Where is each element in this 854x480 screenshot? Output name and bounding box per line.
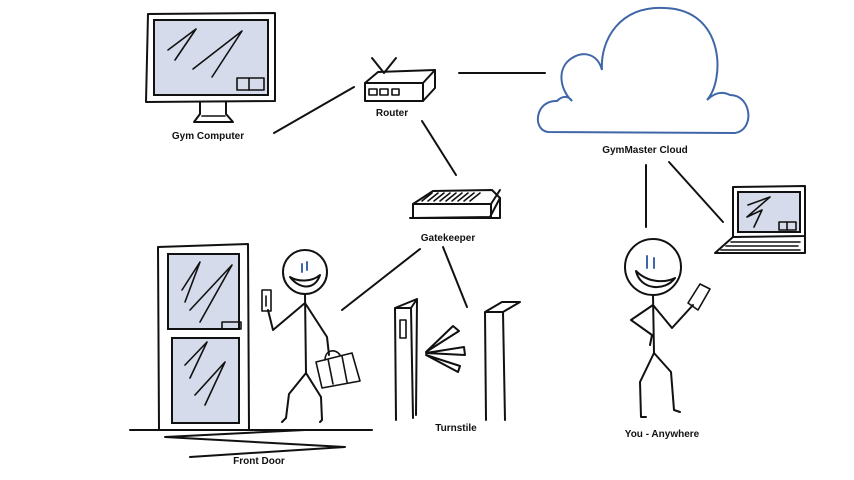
label-you-anywhere: You - Anywhere — [624, 429, 700, 440]
person-with-card-icon — [261, 249, 361, 423]
router-icon — [364, 57, 436, 102]
connections — [273, 72, 724, 311]
turnstile-icon — [394, 298, 521, 421]
label-router: Router — [375, 108, 409, 119]
door-icon — [129, 243, 373, 458]
wire-gatekeeper-door — [341, 248, 421, 311]
cloud-icon — [536, 6, 750, 135]
wire-router-gatekeeper — [421, 120, 457, 176]
gatekeeper-device-icon — [409, 189, 501, 219]
laptop-icon — [714, 185, 806, 254]
label-gymmaster-cloud: GymMaster Cloud — [602, 145, 688, 156]
label-gatekeeper: Gatekeeper — [420, 233, 476, 244]
label-turnstile: Turnstile — [435, 423, 477, 434]
wire-computer-router — [273, 86, 355, 134]
monitor-icon — [145, 12, 276, 123]
label-gym-computer: Gym Computer — [171, 131, 245, 142]
label-front-door: Front Door — [233, 456, 285, 467]
wire-gatekeeper-turnstile — [442, 246, 468, 308]
wire-cloud-laptop — [668, 161, 724, 223]
person-with-phone-icon — [624, 238, 711, 418]
